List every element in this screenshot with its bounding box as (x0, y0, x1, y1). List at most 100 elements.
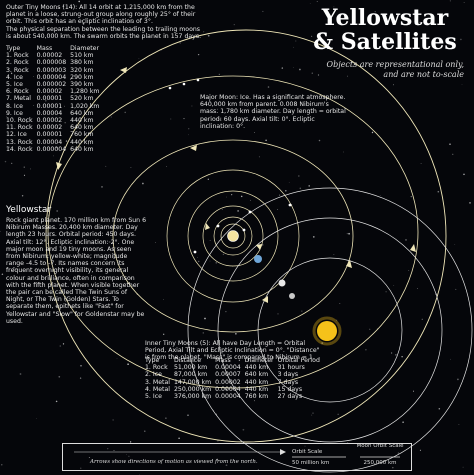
table-cell: 5. Ice (6, 81, 23, 89)
star (405, 239, 407, 241)
star (8, 146, 10, 148)
table-cell: 0.00001 (36, 102, 63, 110)
star (45, 100, 47, 102)
star (374, 64, 376, 66)
star (452, 153, 454, 155)
star (293, 67, 294, 69)
table-cell: 4. Ice (6, 73, 23, 81)
arrow-inner-left (205, 223, 210, 230)
star (421, 318, 423, 320)
star (392, 466, 394, 469)
outer-moons-orbit (47, 75, 419, 389)
table-cell: 250,000 km (173, 385, 212, 393)
star (147, 387, 149, 389)
outer-moons-intro: Outer Tiny Moons (14): All 14 orbit at 1… (6, 4, 206, 40)
star (79, 17, 81, 19)
outer-moons-intro-text-2: The physical separation between the lead… (6, 25, 202, 40)
star (197, 256, 199, 258)
star (261, 244, 264, 246)
star (198, 260, 200, 263)
yellowstar-planet-icon (227, 230, 239, 242)
table-cell: 440 km (244, 364, 269, 372)
star (124, 111, 126, 114)
arrow-major-top (190, 145, 197, 151)
arrow-inner-right (256, 244, 262, 250)
star (56, 147, 58, 149)
star (249, 199, 251, 201)
table-cell: 510 km (70, 52, 94, 60)
star (65, 140, 68, 142)
star (455, 288, 457, 290)
star (437, 190, 440, 193)
table-cell: 31 hours (277, 364, 305, 372)
table-cell: 0.00004 (215, 393, 241, 401)
star (221, 208, 223, 210)
table-cell: 640 km (244, 371, 269, 379)
subtitle-line-1: Objects are representational only, (326, 60, 464, 69)
star (138, 58, 140, 60)
nibirum-planet-icon (278, 279, 286, 287)
major-moon-note: Major Moon: Ice. Has a significant atmos… (200, 94, 346, 130)
table-cell: 380 km (70, 59, 94, 67)
star (298, 175, 300, 177)
star (438, 407, 441, 410)
table-cell: 4. Metal (145, 385, 170, 393)
star (299, 187, 302, 190)
column-header: Type (145, 357, 160, 364)
yellowstar-description: Rock giant planet. 170 million km from S… (6, 217, 147, 325)
star (209, 240, 211, 241)
star (197, 53, 200, 56)
star (166, 165, 168, 167)
table-cell: 0.000003 (36, 66, 67, 74)
star (56, 210, 59, 212)
star (218, 73, 220, 75)
star (113, 450, 115, 452)
star (142, 182, 144, 185)
star (336, 319, 338, 321)
star (401, 356, 403, 358)
star (311, 35, 313, 38)
legend-box (62, 443, 412, 471)
table-cell: 440 km (244, 378, 269, 386)
table-cell: 440 km (70, 117, 94, 125)
table-cell: 0.000002 (36, 81, 67, 89)
star (33, 76, 34, 78)
table-cell: 640 km (70, 124, 94, 132)
outer-moons-intro-text: Outer Tiny Moons (14): All 14 orbit at 1… (6, 4, 196, 26)
star (371, 131, 374, 134)
star (339, 303, 341, 305)
star (82, 22, 85, 25)
orbit-scale-value: 50 million km (292, 460, 330, 466)
star (130, 277, 132, 279)
star (390, 352, 393, 354)
star (237, 210, 239, 212)
star (108, 241, 111, 243)
table-cell: 147,000 km (173, 378, 212, 386)
star (225, 388, 228, 391)
star (215, 261, 218, 264)
table-cell: 3. Rock (6, 66, 29, 74)
star (130, 167, 132, 168)
table-cell: 0.00002 (36, 124, 63, 132)
star (333, 6, 335, 8)
star (246, 105, 248, 107)
star (463, 173, 465, 176)
star (11, 162, 13, 165)
star (258, 156, 260, 158)
table-cell: 0.000004 (36, 73, 67, 81)
inner-moons-intro: Inner Tiny Moons (5): All have Day Lengt… (145, 340, 320, 362)
star (380, 195, 381, 197)
star (278, 194, 280, 196)
star (393, 285, 395, 286)
table-cell: 11. Rock (6, 124, 33, 132)
star (0, 230, 1, 232)
table-cell: 0.00004 (36, 138, 63, 146)
